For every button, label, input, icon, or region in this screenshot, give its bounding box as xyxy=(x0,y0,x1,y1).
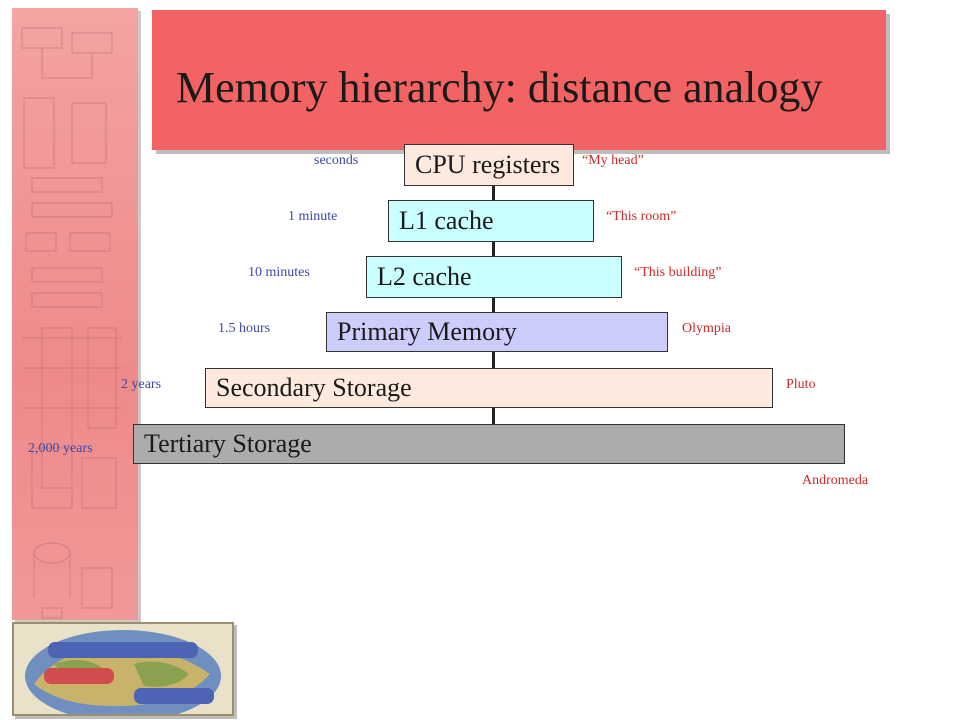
time-label-l1: 1 minute xyxy=(288,209,338,224)
slide-title: Memory hierarchy: distance analogy xyxy=(176,63,823,112)
level-l1-cache: L1 cache xyxy=(388,200,594,242)
level-label: Tertiary Storage xyxy=(144,429,312,458)
level-label: L2 cache xyxy=(377,262,472,291)
place-label-l1: “This room” xyxy=(606,209,677,224)
hierarchy-connector-line xyxy=(492,180,495,424)
level-primary-memory: Primary Memory xyxy=(326,312,668,352)
time-label-l2: 10 minutes xyxy=(248,265,310,280)
level-label: CPU registers xyxy=(415,150,561,179)
time-label-primary: 1.5 hours xyxy=(218,321,271,336)
place-label-l2: “This building” xyxy=(634,265,722,280)
place-label-tertiary: Andromeda xyxy=(802,473,869,488)
time-label-secondary: 2 years xyxy=(121,377,162,392)
faded-diagram-graphic xyxy=(21,27,122,619)
logo-graphic xyxy=(25,630,221,714)
time-label-cpu: seconds xyxy=(314,153,359,168)
place-label-primary: Olympia xyxy=(682,321,731,336)
level-label: L1 cache xyxy=(399,206,494,235)
windows-solaris-cluster-logo xyxy=(12,622,234,716)
place-label-cpu: “My head” xyxy=(582,153,644,168)
level-l2-cache: L2 cache xyxy=(366,256,622,298)
level-tertiary-storage: Tertiary Storage xyxy=(133,424,845,464)
level-label: Primary Memory xyxy=(337,317,517,346)
level-cpu-registers: CPU registers xyxy=(404,144,574,186)
decorative-side-strip xyxy=(12,8,138,620)
level-secondary-storage: Secondary Storage xyxy=(205,368,773,408)
place-label-secondary: Pluto xyxy=(786,377,816,392)
title-banner: Memory hierarchy: distance analogy xyxy=(152,10,886,150)
level-label: Secondary Storage xyxy=(216,373,412,402)
time-label-tertiary: 2,000 years xyxy=(28,441,93,456)
